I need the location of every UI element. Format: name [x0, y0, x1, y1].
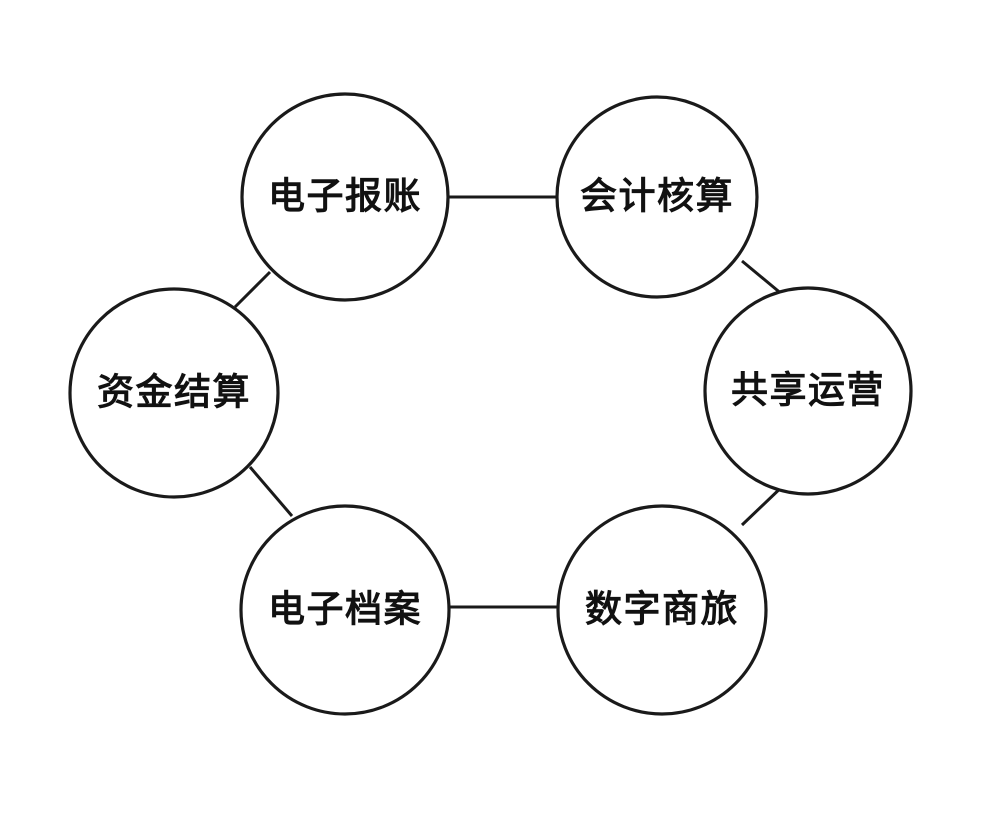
node-label-accounting: 会计核算 [580, 176, 734, 218]
node-circle-accounting[interactable] [555, 95, 759, 299]
node-circle-digital-business-travel[interactable] [556, 504, 768, 716]
node-electronic-archives[interactable]: 电子档案 [239, 504, 451, 716]
node-label-electronic-reimbursement: 电子报账 [268, 176, 422, 218]
node-circle-electronic-archives[interactable] [239, 504, 451, 716]
node-shared-operations[interactable]: 共享运营 [703, 286, 913, 496]
node-circle-shared-operations[interactable] [703, 286, 913, 496]
node-circle-electronic-reimbursement[interactable] [240, 92, 450, 302]
node-label-digital-business-travel: 数字商旅 [585, 589, 739, 631]
node-electronic-reimbursement[interactable]: 电子报账 [240, 92, 450, 302]
node-accounting[interactable]: 会计核算 [555, 95, 759, 299]
node-digital-business-travel[interactable]: 数字商旅 [556, 504, 768, 716]
node-label-electronic-archives: 电子档案 [268, 589, 422, 631]
connector-archives-fund-settlement [248, 466, 294, 517]
node-fund-settlement[interactable]: 资金结算 [68, 287, 280, 499]
node-circle-fund-settlement[interactable] [68, 287, 280, 499]
node-label-shared-operations: 共享运营 [731, 370, 885, 412]
node-group: 电子报账 会计核算 共享运营 数字商旅 电子档案 资金结算 [68, 92, 913, 716]
connector-fund-settlement-reimbursement [233, 270, 272, 309]
node-label-fund-settlement: 资金结算 [97, 371, 251, 414]
